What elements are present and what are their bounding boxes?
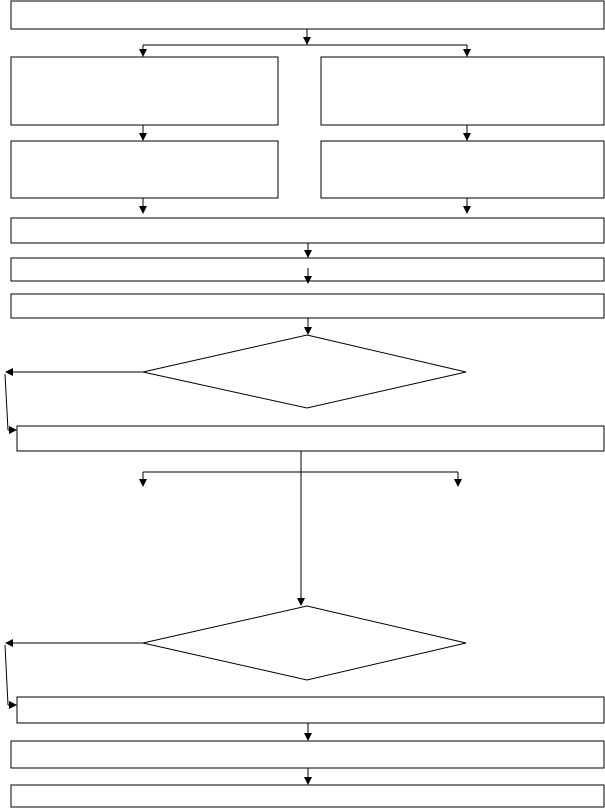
node-step-3b: [320, 140, 605, 199]
node-step-2b: [320, 56, 605, 126]
node-decision-1: [142, 334, 467, 409]
node-step-8: [16, 696, 605, 724]
node-step-7: [16, 425, 605, 452]
node-step-10: [10, 784, 605, 808]
node-step-6: [10, 293, 605, 319]
node-step-4: [10, 217, 605, 244]
node-step-3a: [10, 140, 279, 199]
connectors: [4, 29, 471, 785]
node-decision-2: [142, 605, 467, 681]
connector-line: [4, 373, 9, 431]
node-step-9: [10, 740, 605, 769]
node-step-1: [10, 0, 605, 30]
node-step-2a: [10, 56, 279, 126]
connector-line: [4, 644, 9, 706]
